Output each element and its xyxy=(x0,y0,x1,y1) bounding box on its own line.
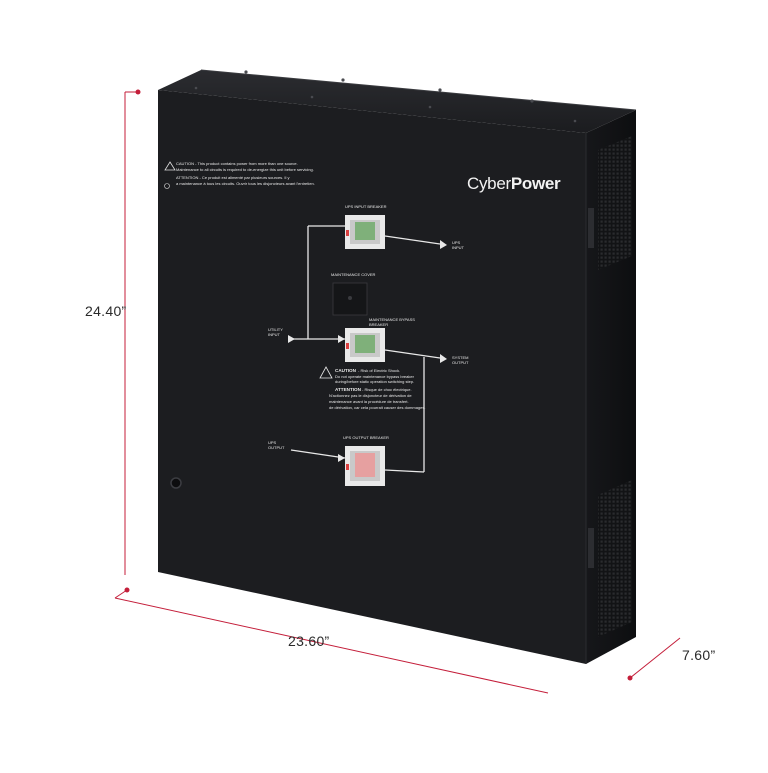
side-vent-lower xyxy=(598,480,632,637)
brand-logo-part-1: Cyber xyxy=(467,174,511,193)
ups-input-breaker xyxy=(345,215,385,249)
maintenance-cover xyxy=(332,282,368,316)
ups-output-breaker-label: UPS OUTPUT BREAKER xyxy=(343,435,389,440)
maintenance-cover-label: MAINTENANCE COVER xyxy=(331,272,376,277)
ups-output-label: UPS OUTPUT xyxy=(268,440,285,450)
caution-mid-line-2: Do not operate maintenance bypass breake… xyxy=(335,374,414,379)
caution-top-line-1: CAUTION - This product contains power fr… xyxy=(176,161,298,166)
caution-top-line-2: Maintenance to all circuits is required … xyxy=(176,167,314,172)
caution-symbol-icon xyxy=(164,183,170,189)
side-bracket-lower xyxy=(588,528,594,568)
side-bracket-upper xyxy=(588,208,594,248)
attention-mid-line-1: - Risque de choc électrique. xyxy=(362,387,412,392)
side-vent-upper xyxy=(598,136,632,270)
flow-diagram xyxy=(290,225,441,473)
cabinet-front xyxy=(158,90,586,664)
ups-input-label: UPS INPUT xyxy=(452,240,464,250)
lock-icon xyxy=(170,477,182,489)
attention-mid-line-3: maintenance avant la procédure de transf… xyxy=(329,399,409,404)
attention-top-line-1: ATTENTION - Ce produit est alimenté par … xyxy=(176,175,290,180)
brand-logo-part-2: Power xyxy=(510,174,561,193)
maintenance-bypass-breaker-label: MAINTENANCE BYPASS BREAKER xyxy=(369,317,415,327)
maintenance-bypass-breaker xyxy=(345,328,385,362)
depth-dimension-label: 7.60” xyxy=(682,647,716,663)
brand-logo: CyberPower xyxy=(467,174,561,194)
utility-input-label: UTILITY INPUT xyxy=(268,327,283,337)
ups-output-breaker xyxy=(345,446,385,486)
ups-input-breaker-label: UPS INPUT BREAKER xyxy=(345,204,387,209)
height-dimension-label: 24.40” xyxy=(85,303,127,319)
top-screws xyxy=(194,70,577,123)
cabinet-top xyxy=(158,70,636,133)
attention-mid-line-2: N'actionnez pas le disjoncteur de dériva… xyxy=(329,393,412,398)
dimension-lines xyxy=(114,91,681,694)
caution-mid-line-3: during/before static operation switching… xyxy=(335,379,415,384)
system-output-label: SYSTEM OUTPUT xyxy=(452,355,469,365)
flow-arrows xyxy=(288,240,447,462)
caution-mid-icon xyxy=(319,366,333,379)
attention-top-line-2: a maintenance à tous les circuits. Ouvri… xyxy=(176,181,315,186)
caution-mid-line-1: - Risk of Electric Shock. xyxy=(358,368,401,373)
width-dimension-label: 23.60” xyxy=(288,633,330,649)
attention-mid-line-4: de dérivation, car cela pourrait causer … xyxy=(329,405,426,410)
attention-mid-title: ATTENTION xyxy=(335,387,361,392)
warning-icon xyxy=(164,161,176,171)
dimension-endpoints xyxy=(124,89,633,681)
caution-mid-title: CAUTION xyxy=(335,368,356,373)
